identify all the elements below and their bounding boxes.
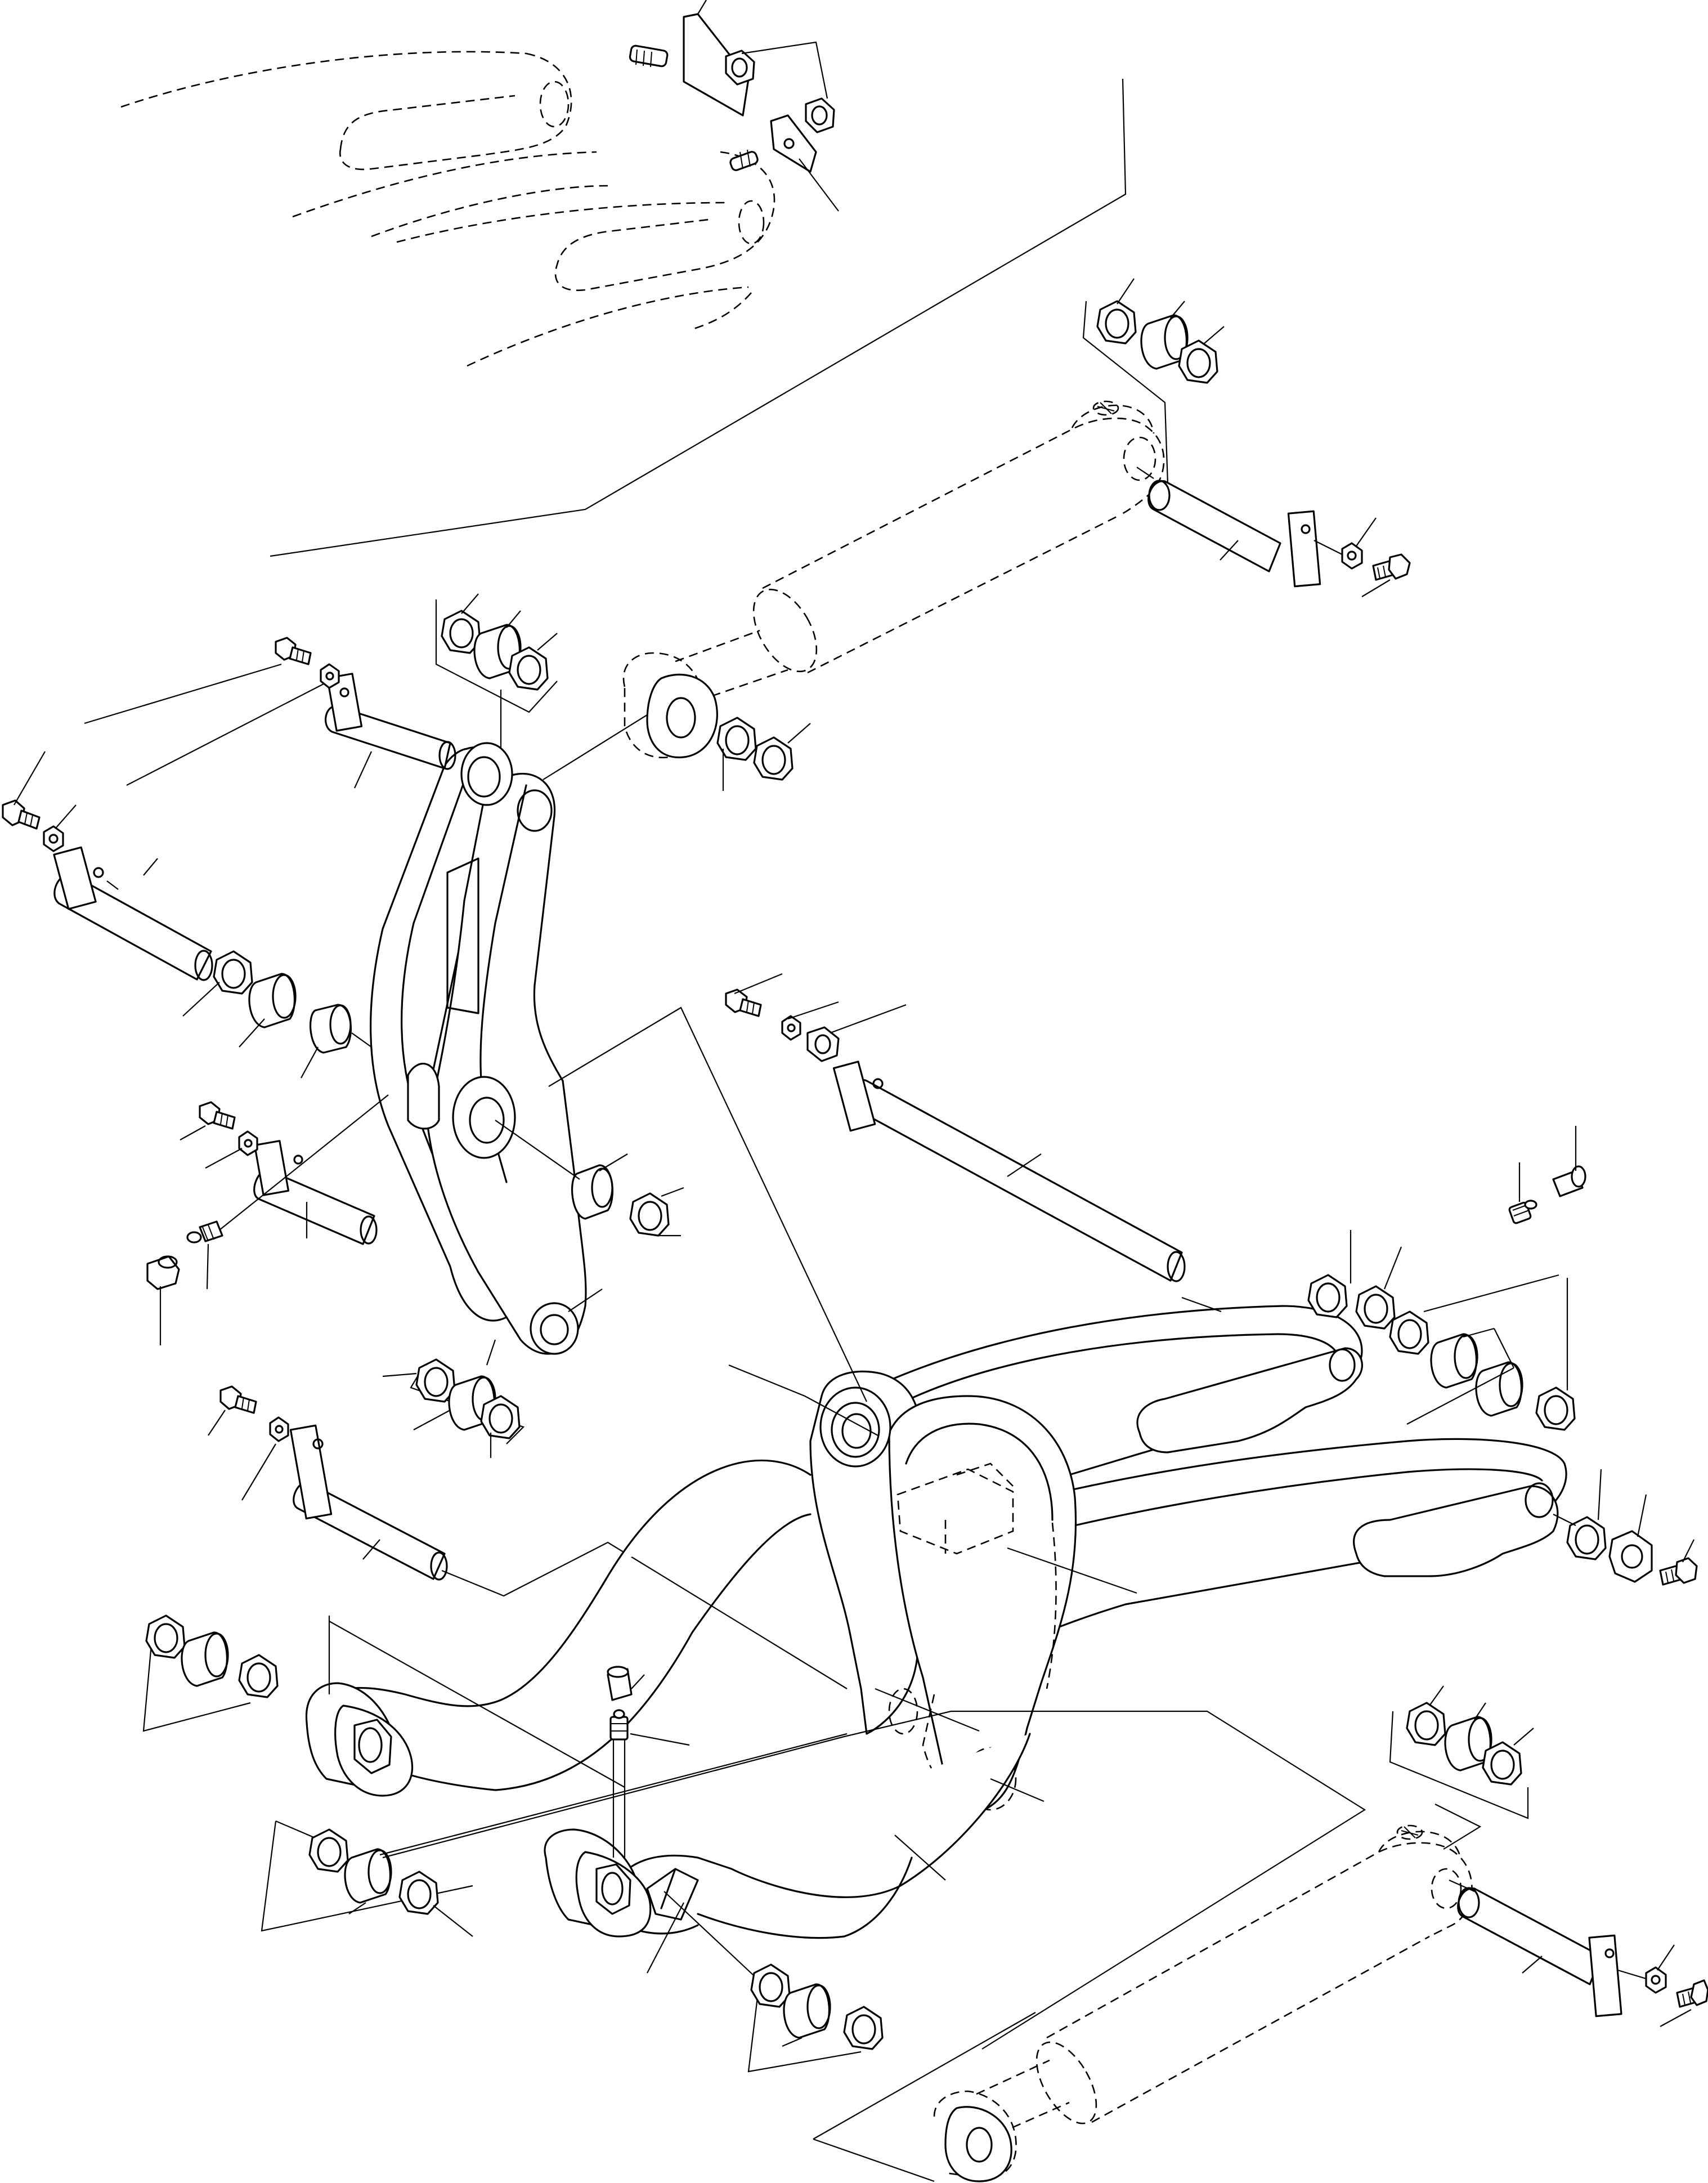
washer-icon: [269, 1416, 289, 1442]
bolt-icon: [219, 1385, 257, 1414]
washer-icon: [320, 663, 340, 689]
center-grease-fitting: [607, 1666, 690, 1858]
washer-icon: [43, 825, 64, 852]
lift-arm-top-pin: [725, 973, 1222, 1313]
bolt-icon: [199, 1101, 236, 1130]
seal-ring-icon: [508, 646, 549, 691]
bolt-icon: [275, 637, 312, 665]
seal-ring-icon: [398, 1871, 439, 1915]
bolt-icon: [2, 799, 41, 830]
lift-arm-bottom-pin: [208, 1385, 848, 1689]
bushing-icon: [344, 1848, 392, 1904]
plug-icon: [1552, 1165, 1586, 1197]
lower-hydraulic-cylinder: [813, 1824, 1473, 2182]
washer-icon: [1645, 1966, 1667, 1994]
lever-pin-long: [2, 751, 213, 981]
seal-ring-icon: [480, 1395, 521, 1439]
bushing-icon: [571, 1164, 614, 1220]
lever-pin-lower: [146, 1094, 389, 1345]
hex-nut-icon: [806, 1026, 840, 1062]
washer-icon: [1608, 1530, 1653, 1583]
lever-bottom-seal-set: [382, 1339, 525, 1458]
small-bolt-icon: [729, 149, 759, 171]
lower-cylinder-pin-set: [1389, 1685, 1708, 2027]
seal-ring-icon: [1096, 300, 1137, 345]
top-pin-cluster: [629, 0, 839, 212]
bushing-icon: [783, 1983, 831, 2039]
cylinder-head-pin-set: [1082, 278, 1411, 597]
bushing-icon: [1444, 1716, 1492, 1772]
bushing-icon: [1430, 1333, 1478, 1389]
seal-ring-icon: [1307, 1274, 1348, 1318]
seal-ring-icon: [213, 950, 253, 995]
seal-ring-icon: [716, 717, 757, 761]
bellcrank-lever: [370, 742, 603, 1355]
seal-ring-icon: [750, 1963, 791, 2008]
seal-ring-icon: [1389, 1310, 1429, 1355]
washer-icon: [238, 1130, 258, 1156]
seal-ring-icon: [1482, 1741, 1522, 1786]
bushing-icon: [1475, 1361, 1523, 1417]
washer-icon: [781, 1015, 801, 1041]
hex-nut-icon: [725, 50, 755, 86]
right-end-fasteners: [1553, 1469, 1698, 1586]
grease-fitting-icon: [609, 1709, 629, 1741]
lever-left-seal-set: [182, 950, 372, 1079]
bushing-icon: [309, 1004, 352, 1054]
seal-ring-icon: [1535, 1386, 1576, 1431]
seal-ring-icon: [1355, 1285, 1396, 1330]
washer-icon: [1341, 542, 1363, 570]
grease-fitting-icon: [1508, 1200, 1537, 1224]
center-boss-seal-set: [647, 1891, 884, 2073]
seal-ring-icon: [1178, 339, 1218, 384]
lift-arm: [305, 1305, 1567, 1939]
leader-line: [548, 1006, 867, 1402]
bushing-icon: [248, 973, 297, 1028]
plug-icon: [146, 1255, 180, 1290]
seal-ring-icon: [1406, 1702, 1446, 1746]
lift-arm-left-seal-set: [142, 1614, 625, 1788]
seal-ring-icon: [1566, 1516, 1607, 1560]
seal-ring-icon: [238, 1654, 279, 1698]
leader-line: [382, 1710, 1366, 2050]
small-pin-icon: [629, 44, 669, 68]
lift-arm-lower-seal-set: [261, 1733, 848, 1937]
seal-ring-icon: [308, 1828, 349, 1873]
bushing-icon: [181, 1631, 229, 1687]
seal-ring-icon: [753, 736, 794, 781]
upper-hydraulic-cylinder: [622, 400, 1165, 759]
plug-icon: [607, 1666, 633, 1701]
bolt-icon: [725, 988, 762, 1017]
lever-top-pin-set: [435, 593, 558, 749]
seal-ring-icon: [843, 2006, 884, 2050]
lever-center-seal-set: [495, 1120, 684, 1237]
bolt-icon: [1659, 1557, 1698, 1586]
seal-ring-icon: [145, 1614, 186, 1659]
right-seal-stack: [1307, 1126, 1586, 1431]
bolt-icon: [1372, 553, 1411, 581]
hex-nut-icon: [805, 97, 835, 133]
rod-end-seal-set: [543, 714, 811, 791]
leader-line: [270, 78, 1127, 557]
seal-ring-icon: [415, 1358, 456, 1403]
seal-ring-icon: [629, 1192, 670, 1237]
lever-pin-upper: [84, 637, 456, 789]
bucket-phantom-arms: [120, 51, 775, 367]
grease-fitting-icon: [186, 1220, 223, 1243]
bracket-plate-icon: [683, 13, 750, 117]
bolt-icon: [1676, 1979, 1708, 2008]
